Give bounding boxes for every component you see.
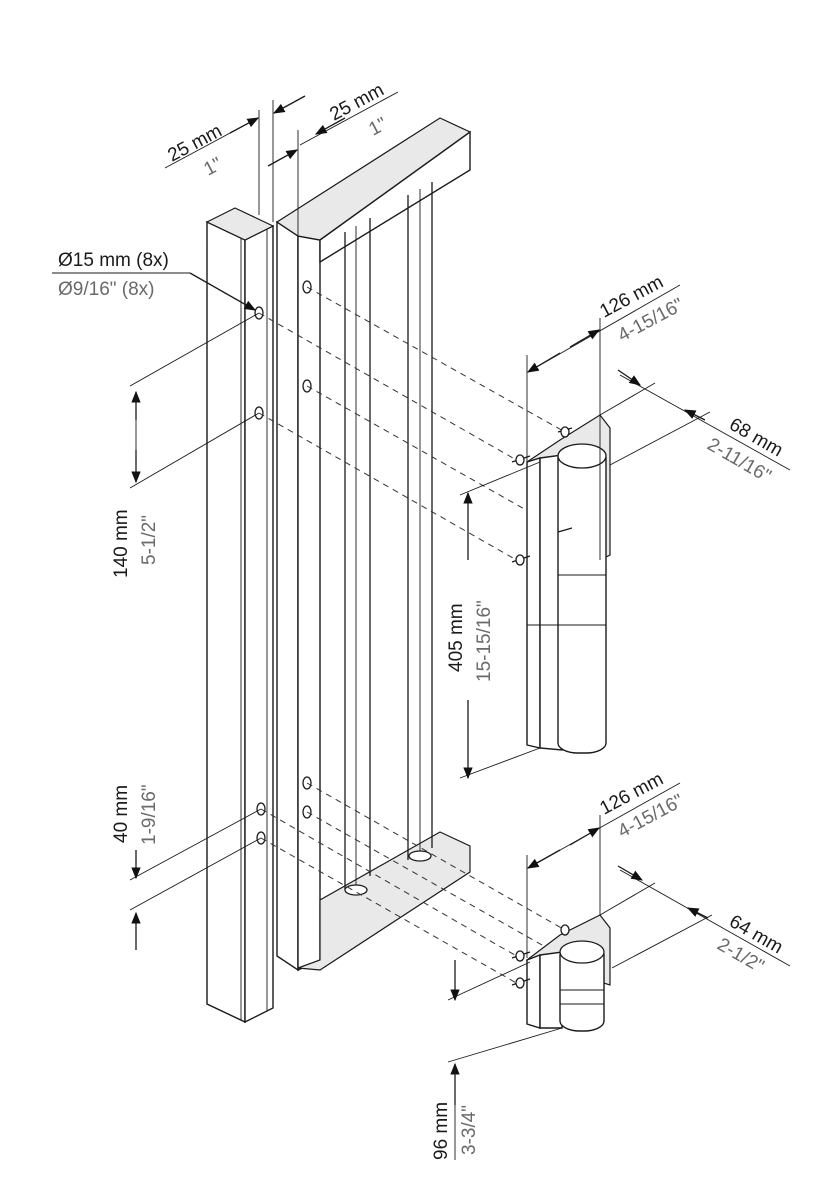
hole-diameter-imperial: Ø9/16" (8x) [58,279,155,300]
gate-frame [275,117,472,972]
upper-hinge-height-metric: 405 mm [446,603,467,672]
hole-spacing-upper-imperial: 5-1/2" [139,515,160,565]
hole-spacing-lower-imperial: 1-9/16" [139,784,160,845]
alignment-lines [258,286,566,986]
lower-hinge [511,914,611,1032]
lower-hinge-height-metric: 96 mm [431,1102,452,1160]
lower-hinge-height-imperial: 3-3/4" [459,1105,480,1155]
gate-post [205,207,275,1024]
dimension-lines [52,91,791,1160]
hole-spacing-lower-metric: 40 mm [111,785,132,843]
frame-width-imperial: 1" [365,114,390,141]
upper-hinge [511,414,611,754]
post-width-imperial: 1" [200,154,225,181]
hole-diameter-metric: Ø15 mm (8x) [58,250,169,271]
dimension-labels: 25 mm 1" 25 mm 1" Ø15 mm (8x) Ø9/16" (8x… [58,80,786,1160]
hole-spacing-upper-metric: 140 mm [111,509,132,578]
upper-hinge-height-imperial: 15-15/16" [474,600,495,682]
